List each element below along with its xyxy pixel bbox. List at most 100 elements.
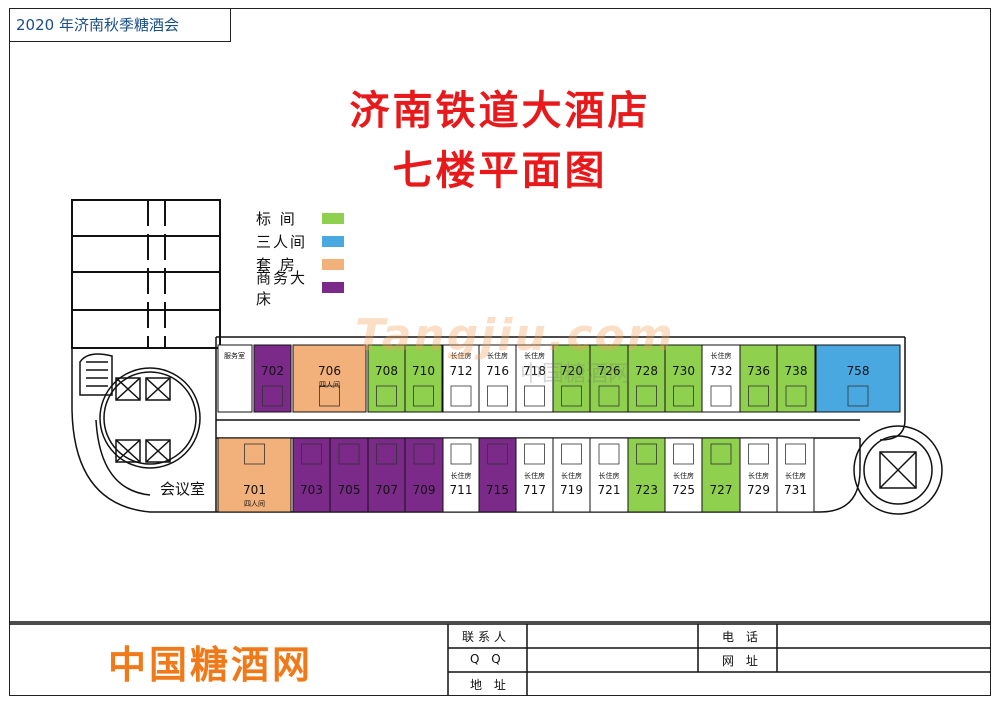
bathroom-fixture bbox=[338, 443, 360, 465]
room-number: 728 bbox=[635, 364, 658, 378]
bathroom-fixture bbox=[748, 385, 769, 407]
room-number: 710 bbox=[412, 364, 435, 378]
room-719 bbox=[552, 437, 591, 513]
room-sub-label: 长住房 bbox=[673, 471, 694, 480]
room-sub-label: 长住房 bbox=[748, 471, 769, 480]
room-number: 701 bbox=[243, 483, 266, 497]
room-705 bbox=[329, 437, 369, 513]
room-sub-label: 长住房 bbox=[524, 351, 545, 360]
bathroom-fixture bbox=[748, 443, 769, 465]
room-number: 711 bbox=[450, 483, 473, 497]
room-number: 719 bbox=[560, 483, 583, 497]
room-721 bbox=[589, 437, 629, 513]
qq-label: Q Q bbox=[470, 652, 505, 666]
legend-item: 套 房 bbox=[256, 253, 344, 276]
left-tower bbox=[71, 199, 221, 349]
legend-item: 三人间 bbox=[256, 230, 344, 253]
room-731 bbox=[776, 437, 815, 513]
room-sub-label: 长住房 bbox=[599, 471, 620, 480]
room-number: 729 bbox=[747, 483, 770, 497]
room-706 bbox=[292, 344, 367, 413]
hotel-title: 济南铁道大酒店 bbox=[349, 88, 651, 134]
room-number: 731 bbox=[784, 483, 807, 497]
brand-name: 中国糖酒网 bbox=[108, 643, 314, 687]
room-sub-label: 长住房 bbox=[487, 351, 508, 360]
room-sub-label: 四人间 bbox=[244, 500, 265, 508]
room-726 bbox=[589, 344, 629, 413]
bathroom-fixture bbox=[413, 443, 435, 465]
room-number: 720 bbox=[560, 364, 583, 378]
bathroom-fixture bbox=[598, 443, 620, 465]
bathroom-fixture bbox=[636, 443, 657, 465]
bathroom-fixture bbox=[598, 385, 620, 407]
room-702 bbox=[253, 344, 292, 413]
legend: 标 间三人间套 房商务大床 bbox=[256, 207, 344, 308]
room-number: 718 bbox=[523, 364, 546, 378]
bathroom-fixture bbox=[785, 443, 806, 465]
room-725 bbox=[664, 437, 703, 513]
room-number: 726 bbox=[598, 364, 621, 378]
bathroom-fixture bbox=[673, 385, 694, 407]
room-758 bbox=[815, 344, 901, 413]
room-sub-label: 长住房 bbox=[451, 351, 472, 360]
bathroom-fixture bbox=[524, 385, 545, 407]
bathroom-fixture bbox=[301, 443, 322, 465]
room-729 bbox=[739, 437, 778, 513]
room-710 bbox=[404, 344, 443, 413]
room-736 bbox=[739, 344, 778, 413]
room-number: 707 bbox=[375, 483, 398, 497]
room-sub-label: 长住房 bbox=[524, 471, 545, 480]
bathroom-fixture bbox=[413, 385, 434, 407]
room-number: 715 bbox=[486, 483, 509, 497]
address-label: 地 址 bbox=[470, 678, 510, 692]
watermark: Tangjiu.com bbox=[355, 310, 675, 361]
bathroom-fixture bbox=[376, 443, 397, 465]
left-wing bbox=[71, 348, 216, 513]
bathroom-fixture bbox=[487, 385, 508, 407]
room-number: 706 bbox=[318, 364, 341, 378]
bathroom-fixture bbox=[262, 385, 283, 407]
service-room: 服务室 bbox=[217, 344, 253, 413]
room-718 bbox=[515, 344, 554, 413]
bathroom-fixture bbox=[244, 443, 265, 465]
room-number: 716 bbox=[486, 364, 509, 378]
room-727 bbox=[701, 437, 741, 513]
room-711 bbox=[442, 437, 480, 513]
room-number: 727 bbox=[710, 483, 733, 497]
meeting-room-label: 会议室 bbox=[160, 480, 205, 498]
legend-swatch bbox=[322, 236, 344, 247]
room-number: 730 bbox=[672, 364, 695, 378]
bathroom-fixture bbox=[847, 385, 869, 407]
bathroom-fixture bbox=[673, 443, 694, 465]
room-number: 725 bbox=[672, 483, 695, 497]
room-number: 723 bbox=[635, 483, 658, 497]
legend-label: 标 间 bbox=[256, 210, 297, 228]
room-sub-label: 长住房 bbox=[785, 471, 806, 480]
contact-label: 联系人 bbox=[462, 630, 511, 644]
website-label: 网 址 bbox=[722, 654, 762, 668]
room-number: 708 bbox=[375, 364, 398, 378]
page-frame bbox=[9, 8, 991, 696]
room-sub-label: 长住房 bbox=[711, 351, 732, 360]
room-732 bbox=[701, 344, 741, 413]
phone-label: 电 话 bbox=[722, 630, 762, 644]
bathroom-fixture bbox=[319, 385, 340, 407]
floor-title: 七楼平面图 bbox=[392, 148, 608, 194]
room-728 bbox=[627, 344, 666, 413]
room-sub-label: 四人间 bbox=[319, 381, 340, 389]
legend-swatch bbox=[322, 213, 344, 224]
legend-swatch bbox=[322, 282, 344, 293]
room-number: 738 bbox=[785, 364, 808, 378]
bathroom-fixture bbox=[450, 443, 472, 465]
room-number: 732 bbox=[710, 364, 733, 378]
room-number: 712 bbox=[450, 364, 473, 378]
legend-item: 商务大床 bbox=[256, 269, 344, 308]
watermark-cn: 中国糖酒网 bbox=[520, 362, 631, 387]
bathroom-fixture bbox=[561, 443, 582, 465]
room-number: 705 bbox=[338, 483, 361, 497]
right-rotunda bbox=[819, 337, 943, 515]
room-709 bbox=[404, 437, 444, 513]
